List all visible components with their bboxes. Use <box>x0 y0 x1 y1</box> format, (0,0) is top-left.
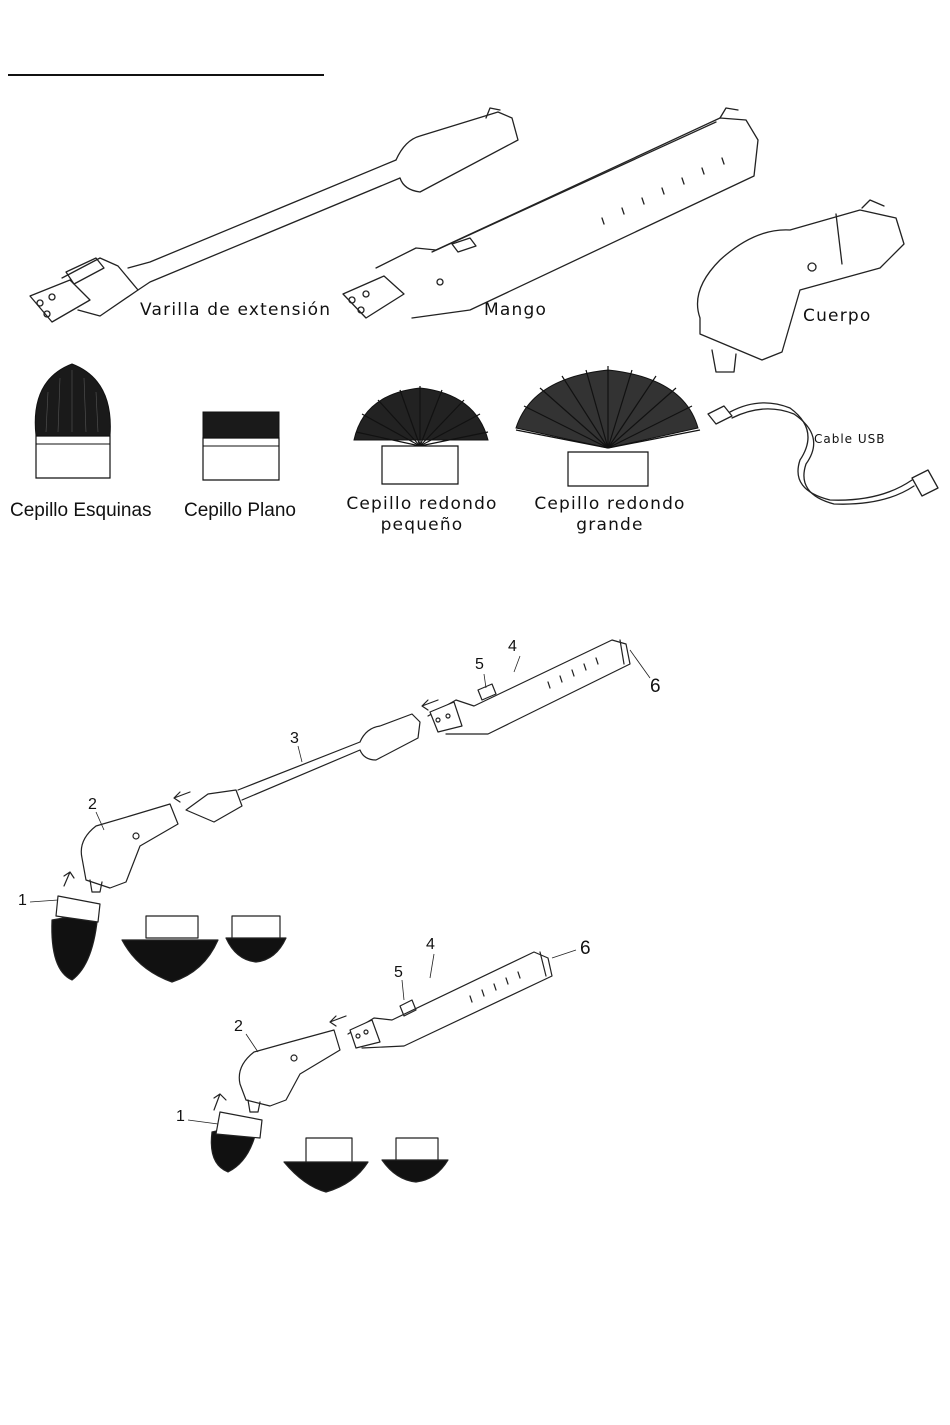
callout-1-long: 1 <box>18 892 27 910</box>
callout-4-long: 4 <box>508 638 517 656</box>
callout-6-long: 6 <box>650 676 661 698</box>
label-handle: Mango <box>484 300 547 320</box>
usb-cable-drawing <box>708 403 938 504</box>
callout-1-short: 1 <box>176 1108 185 1126</box>
callout-6-short: 6 <box>580 938 591 960</box>
large-round-brush-drawing <box>516 366 700 486</box>
flat-brush-drawing <box>203 412 279 480</box>
handle-drawing <box>343 108 758 318</box>
assembly-short-drawing <box>211 952 552 1192</box>
label-usb-cable: Cable USB <box>814 432 886 446</box>
callout-5-long: 5 <box>475 656 484 674</box>
label-brush-flat: Cepillo Plano <box>184 500 296 522</box>
assembly-long-drawing <box>52 640 630 982</box>
small-round-brush-drawing <box>354 386 488 484</box>
callout-3-long: 3 <box>290 730 299 748</box>
label-brush-corners: Cepillo Esquinas <box>10 500 152 522</box>
callout-2-short: 2 <box>234 1018 243 1036</box>
extension-rod-drawing <box>30 108 518 322</box>
brushes-drawing <box>35 364 700 486</box>
body-drawing <box>698 200 905 372</box>
callout-2-long: 2 <box>88 796 97 814</box>
label-extension-rod: Varilla de extensión <box>140 300 331 320</box>
label-brush-round-small: Cepillo redondo pequeño <box>340 494 504 536</box>
corner-brush-drawing <box>35 364 110 478</box>
label-brush-round-large: Cepillo redondo grande <box>526 494 694 536</box>
callout-4-short: 4 <box>426 936 435 954</box>
label-body: Cuerpo <box>803 306 872 326</box>
callout-5-short: 5 <box>394 964 403 982</box>
